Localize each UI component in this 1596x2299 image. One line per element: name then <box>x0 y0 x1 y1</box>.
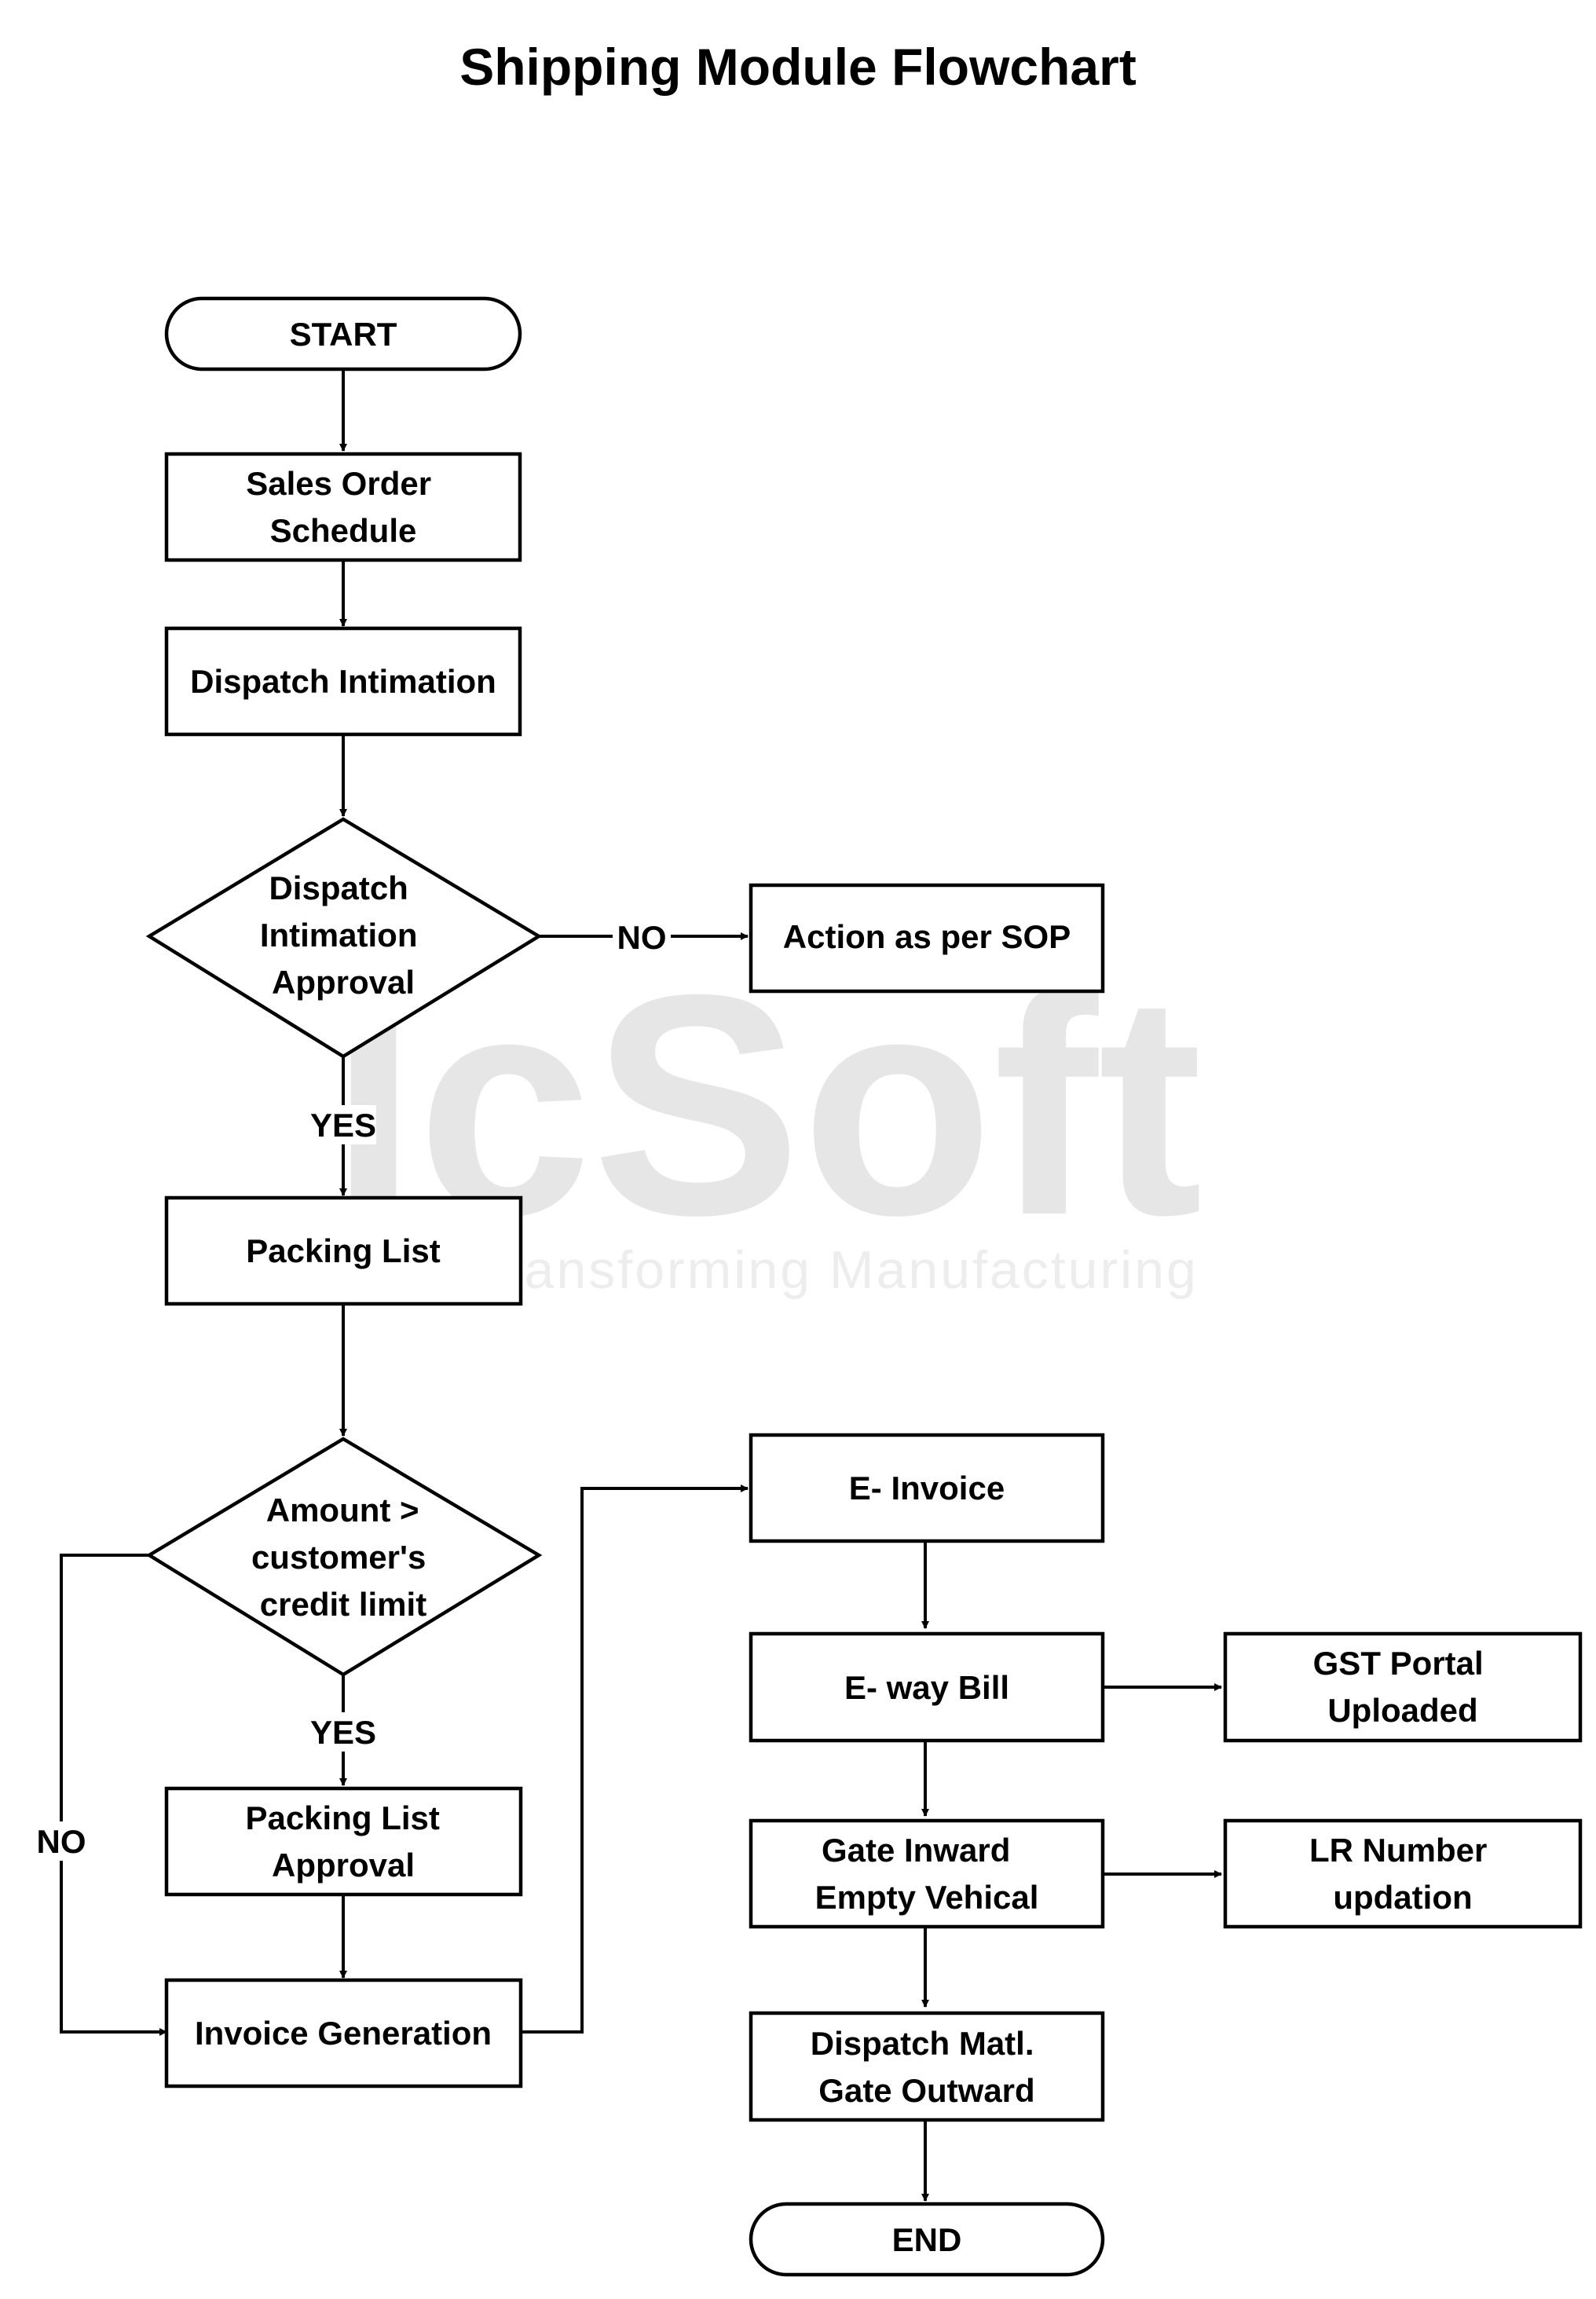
node-action-as-per-sop: Action as per SOP <box>749 883 1105 994</box>
node-e-invoice-label: E- Invoice <box>849 1470 1005 1506</box>
node-e-way-bill-label: E- way Bill <box>844 1669 1009 1706</box>
node-lr-line-2: updation <box>1333 1879 1472 1916</box>
svg-text:Amount > customer's: Amount > customer's credit limit <box>251 1492 435 1623</box>
node-packing-list: Packing List <box>164 1195 523 1306</box>
edge-invoice-generation-to-e-invoice <box>521 1484 749 2034</box>
node-lr-line-1: LR Number <box>1309 1832 1487 1869</box>
node-start-label: START <box>290 316 397 353</box>
decision-dispatch-intimation-approval: Dispatch Intimation Approval <box>145 817 543 1059</box>
decision-amount-credit-limit: Amount > customer's credit limit <box>145 1437 543 1677</box>
node-dispatch-intimation-label: Dispatch Intimation <box>190 663 496 700</box>
node-e-invoice: E- Invoice <box>749 1433 1105 1543</box>
decision-credit-line-1: Amount > <box>266 1492 419 1528</box>
node-gst-portal-uploaded: GST Portal Uploaded <box>1223 1631 1583 1743</box>
edge-label-credit-no: NO <box>37 1823 86 1860</box>
node-dispatch-outward-line-2: Gate Outward <box>818 2072 1034 2109</box>
node-gate-inward: Gate Inward Empty Vehical <box>749 1818 1105 1929</box>
svg-text:GST Portal Uploaded: GST Portal Uploaded <box>1313 1645 1493 1729</box>
svg-text:Packing List Approval: Packing List Approval <box>245 1799 448 1883</box>
edge-label-credit-yes: YES <box>310 1714 376 1751</box>
node-gate-inward-line-1: Gate Inward <box>822 1832 1010 1869</box>
svg-text:Dispatch Intimation: Dispatch Intimation Approval <box>260 869 426 1001</box>
node-gate-inward-line-2: Empty Vehical <box>815 1879 1039 1916</box>
node-gst-line-1: GST Portal <box>1313 1645 1484 1682</box>
node-start: START <box>164 296 522 372</box>
node-packing-list-approval: Packing List Approval <box>164 1786 523 1897</box>
decision-credit-line-2: customer's <box>251 1539 426 1576</box>
node-packing-approval-line-1: Packing List <box>245 1799 439 1836</box>
svg-text:Dispatch Matl. Gate Outw: Dispatch Matl. Gate Outward <box>811 2025 1043 2109</box>
edge-label-approval-no: NO <box>617 919 667 956</box>
node-sales-order-line-2: Schedule <box>270 512 417 549</box>
svg-text:Sales Order Schedule: Sales Order Schedule <box>246 465 440 549</box>
decision-approval-line-3: Approval <box>272 964 415 1001</box>
decision-credit-line-3: credit limit <box>260 1586 426 1623</box>
node-packing-approval-line-2: Approval <box>272 1847 415 1883</box>
node-action-sop-label: Action as per SOP <box>783 918 1071 955</box>
node-gst-line-2: Uploaded <box>1327 1692 1477 1729</box>
page-title: Shipping Module Flowchart <box>459 38 1137 96</box>
node-end-label: END <box>892 2221 962 2258</box>
decision-approval-line-1: Dispatch <box>269 869 408 906</box>
node-sales-order-schedule: Sales Order Schedule <box>164 452 522 562</box>
svg-text:Gate Inward Empty Vehica: Gate Inward Empty Vehical <box>815 1832 1039 1916</box>
node-invoice-generation: Invoice Generation <box>164 1978 523 2089</box>
node-packing-list-label: Packing List <box>246 1232 440 1269</box>
svg-text:LR Number updation: LR Number updation <box>1309 1832 1496 1916</box>
node-dispatch-intimation: Dispatch Intimation <box>164 626 522 737</box>
edge-label-approval-yes: YES <box>310 1107 376 1144</box>
node-dispatch-outward-line-1: Dispatch Matl. <box>811 2025 1034 2062</box>
node-end: END <box>749 2202 1105 2277</box>
node-dispatch-gate-outward: Dispatch Matl. Gate Outward <box>749 2011 1105 2122</box>
node-e-way-bill: E- way Bill <box>749 1631 1105 1743</box>
edge-credit-no-to-invoice-generation <box>60 1554 167 2036</box>
decision-approval-line-2: Intimation <box>260 917 418 954</box>
edge-labels: NO YES YES NO <box>33 917 671 1861</box>
node-sales-order-line-1: Sales Order <box>246 465 431 502</box>
node-invoice-generation-label: Invoice Generation <box>195 2015 492 2052</box>
node-lr-number-updation: LR Number updation <box>1223 1818 1583 1929</box>
watermark-tagline: Transforming Manufacturing <box>471 1240 1199 1300</box>
